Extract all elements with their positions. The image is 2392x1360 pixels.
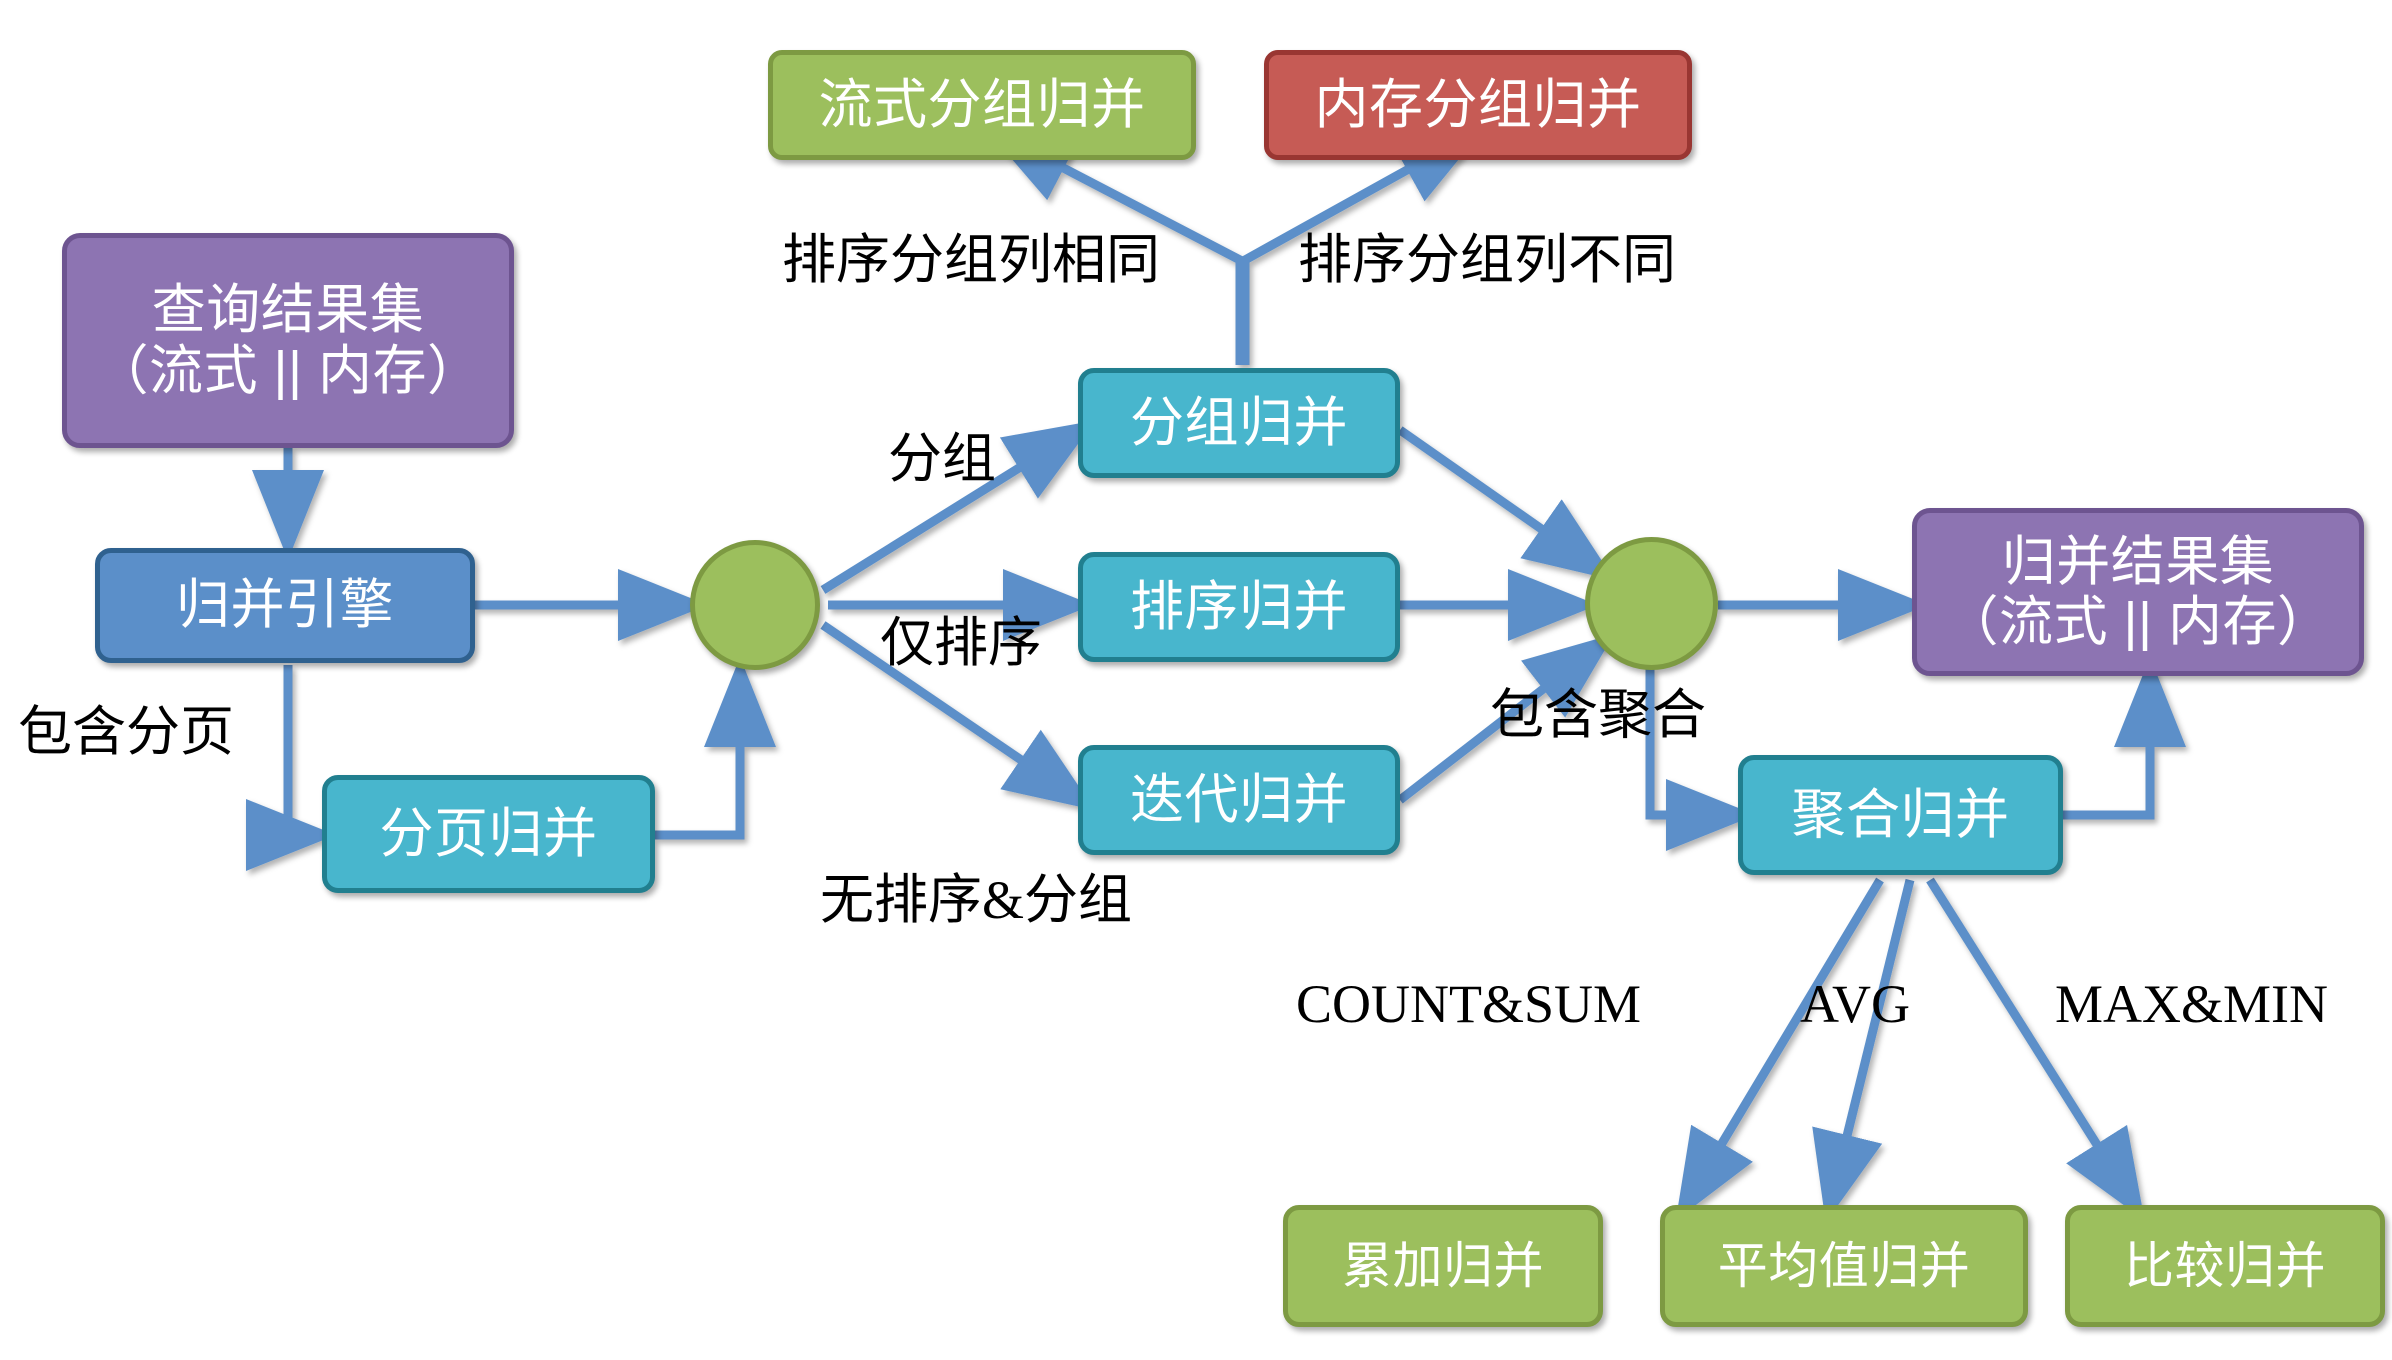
node-stream-group-merge[interactable]: 流式分组归并 [768,50,1196,160]
node-average-merge[interactable]: 平均值归并 [1660,1205,2028,1327]
edge-label-count-sum: COUNT&SUM [1296,974,1642,1034]
node-merge-engine[interactable]: 归并引擎 [95,548,475,663]
edge-label-avg: AVG [1800,974,1911,1034]
node-pagination-merge[interactable]: 分页归并 [322,775,655,893]
junction-node-1[interactable] [690,540,820,670]
node-order-merge[interactable]: 排序归并 [1078,552,1400,662]
edge-label-group-by: 分组 [888,429,996,489]
node-merged-result-set[interactable]: 归并结果集 （流式 || 内存） [1912,508,2364,676]
edge-label-different-sort-group-columns: 排序分组列不同 [1298,230,1676,290]
node-query-result-set[interactable]: 查询结果集 （流式 || 内存） [62,233,514,448]
edge-label-contains-pagination: 包含分页 [18,702,234,762]
edge-aggregation-to-accumulation [1675,877,1884,1221]
edge-label-max-min: MAX&MIN [2055,974,2329,1034]
edge-label-order-only: 仅排序 [880,613,1042,673]
junction-node-2[interactable] [1585,537,1718,670]
node-aggregation-merge[interactable]: 聚合归并 [1738,755,2063,875]
edge-aggregation-to-average [1812,878,1915,1223]
node-accumulation-merge[interactable]: 累加归并 [1283,1205,1603,1327]
node-iterator-merge[interactable]: 迭代归并 [1078,745,1400,855]
edge-label-no-sort-no-group: 无排序&分组 [820,870,1133,930]
edge-aggregation-to-mergedresult [2062,657,2186,820]
edge-aggregation-to-comparison [1926,877,2145,1221]
node-comparison-merge[interactable]: 比较归并 [2065,1205,2385,1327]
edge-engine-to-pagination [246,665,336,871]
edge-label-same-sort-group-columns: 排序分组列相同 [782,230,1160,290]
edge-group [246,126,2186,1223]
edge-pagination-to-node1 [655,657,776,840]
node-group-merge[interactable]: 分组归并 [1078,368,1400,478]
edge-groupmerge-to-node2 [1397,426,1615,581]
node-memory-group-merge[interactable]: 内存分组归并 [1264,50,1692,160]
edge-label-contains-aggregation: 包含聚合 [1490,685,1706,745]
